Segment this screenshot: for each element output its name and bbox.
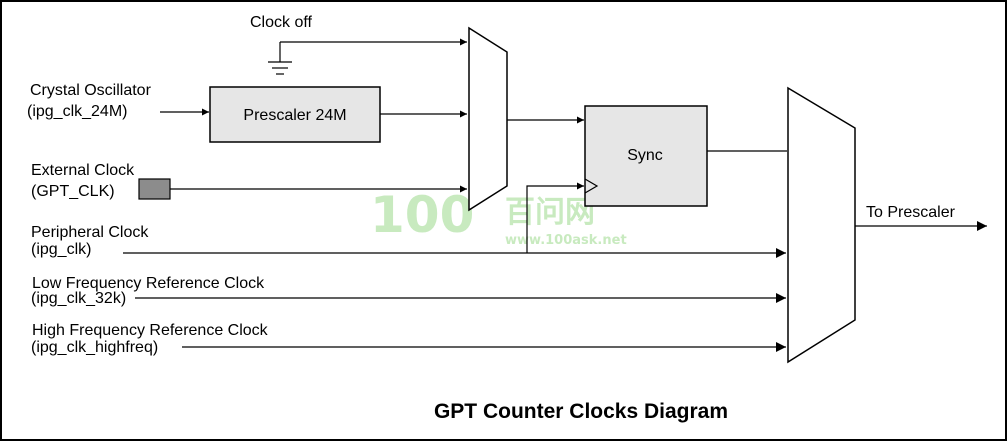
ground-icon <box>268 42 292 75</box>
clock-off-label: Clock off <box>250 14 313 31</box>
peripheral-clock-label: Peripheral Clock <box>31 224 149 241</box>
sync-clock-wire <box>526 182 584 253</box>
watermark-chinese: 百问网 <box>505 195 595 230</box>
low-freq-clock-label: Low Frequency Reference Clock <box>32 275 265 292</box>
low-freq-signal-label: (ipg_clk_32k) <box>31 290 126 307</box>
external-clock-label: External Clock <box>31 162 135 179</box>
watermark: 100 百问网 www.100ask.net <box>370 186 627 248</box>
sync-block: Sync <box>584 105 708 207</box>
external-clock-pin <box>138 178 171 200</box>
to-prescaler-label: To Prescaler <box>866 204 956 221</box>
peripheral-signal-label: (ipg_clk) <box>31 241 91 258</box>
diagram-title: GPT Counter Clocks Diagram <box>434 400 728 423</box>
high-freq-clock-label: High Frequency Reference Clock <box>32 322 269 339</box>
output-mux <box>787 86 856 364</box>
crystal-signal-label: (ipg_clk_24M) <box>27 103 127 120</box>
crystal-oscillator-label: Crystal Oscillator <box>30 82 152 99</box>
input-mux <box>468 26 508 212</box>
external-signal-label: (GPT_CLK) <box>31 183 115 200</box>
prescaler-24m-label: Prescaler 24M <box>243 107 346 124</box>
prescaler-24m-block: Prescaler 24M <box>209 86 381 143</box>
sync-label: Sync <box>627 147 663 164</box>
sync-clock-triangle <box>584 178 599 194</box>
watermark-logo: 100 <box>370 186 474 244</box>
high-freq-signal-label: (ipg_clk_highfreq) <box>31 339 158 356</box>
watermark-url: www.100ask.net <box>505 233 627 248</box>
